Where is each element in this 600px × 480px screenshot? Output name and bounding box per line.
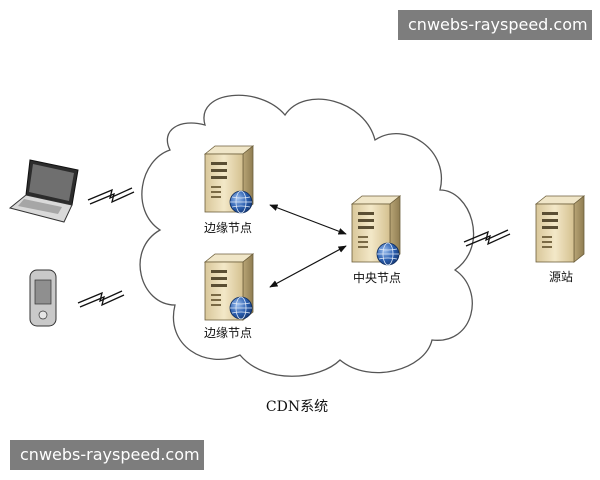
central-node: 中央节点 <box>351 195 401 285</box>
edge-node-1-label: 边缘节点 <box>204 221 252 235</box>
laptop-icon <box>8 159 79 223</box>
edge1-central-arrow <box>269 204 347 235</box>
edge2-central-arrow <box>269 245 347 288</box>
watermark-bottom: cnwebs-rayspeed.com <box>10 440 204 470</box>
lightning-link-icon <box>77 290 125 308</box>
server-icon <box>535 195 585 263</box>
globe-icon <box>229 190 253 214</box>
cdn-cloud <box>139 94 475 377</box>
edge-node-1: 边缘节点 <box>204 145 254 235</box>
origin-server: 源站 <box>535 195 585 284</box>
origin-label: 源站 <box>549 270 573 284</box>
edge-node-2-label: 边缘节点 <box>204 326 252 340</box>
globe-icon <box>376 242 400 266</box>
lightning-link-icon <box>87 187 135 205</box>
cdn-system-label: CDN系统 <box>266 399 328 415</box>
globe-icon <box>229 296 253 320</box>
watermark-top: cnwebs-rayspeed.com <box>398 10 592 40</box>
mobile-phone-icon <box>29 269 57 327</box>
edge-node-2: 边缘节点 <box>204 253 254 340</box>
central-node-label: 中央节点 <box>353 270 401 285</box>
